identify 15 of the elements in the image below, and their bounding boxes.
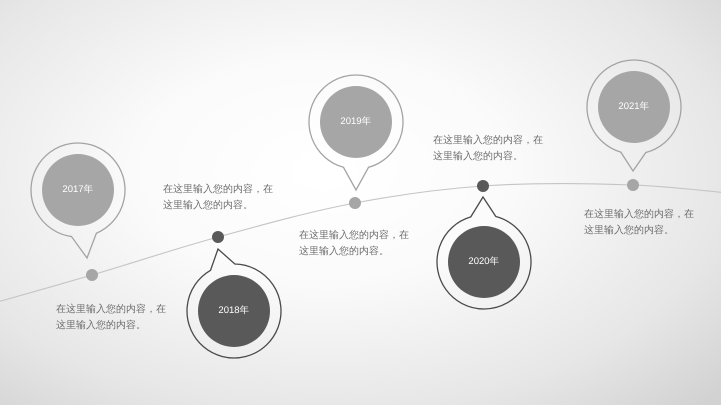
description-text: 在这里输入您的内容，在这里输入您的内容。 <box>299 228 410 258</box>
description-text: 在这里输入您的内容，在这里输入您的内容。 <box>56 302 167 332</box>
pin-callout <box>435 195 533 311</box>
description-text: 在这里输入您的内容，在这里输入您的内容。 <box>433 134 544 164</box>
pin-callout <box>29 141 127 260</box>
year-label: 2018年 <box>217 304 251 318</box>
description-text: 在这里输入您的内容，在这里输入您的内容。 <box>584 208 695 238</box>
pin-callout <box>307 73 405 192</box>
year-label: 2017年 <box>61 183 95 197</box>
pin-callout <box>585 58 683 173</box>
description-text: 在这里输入您的内容，在这里输入您的内容。 <box>163 182 274 212</box>
year-label: 2021年 <box>617 100 651 114</box>
pin-callout <box>185 247 283 360</box>
year-label: 2019年 <box>339 115 373 129</box>
year-label: 2020年 <box>467 255 501 269</box>
